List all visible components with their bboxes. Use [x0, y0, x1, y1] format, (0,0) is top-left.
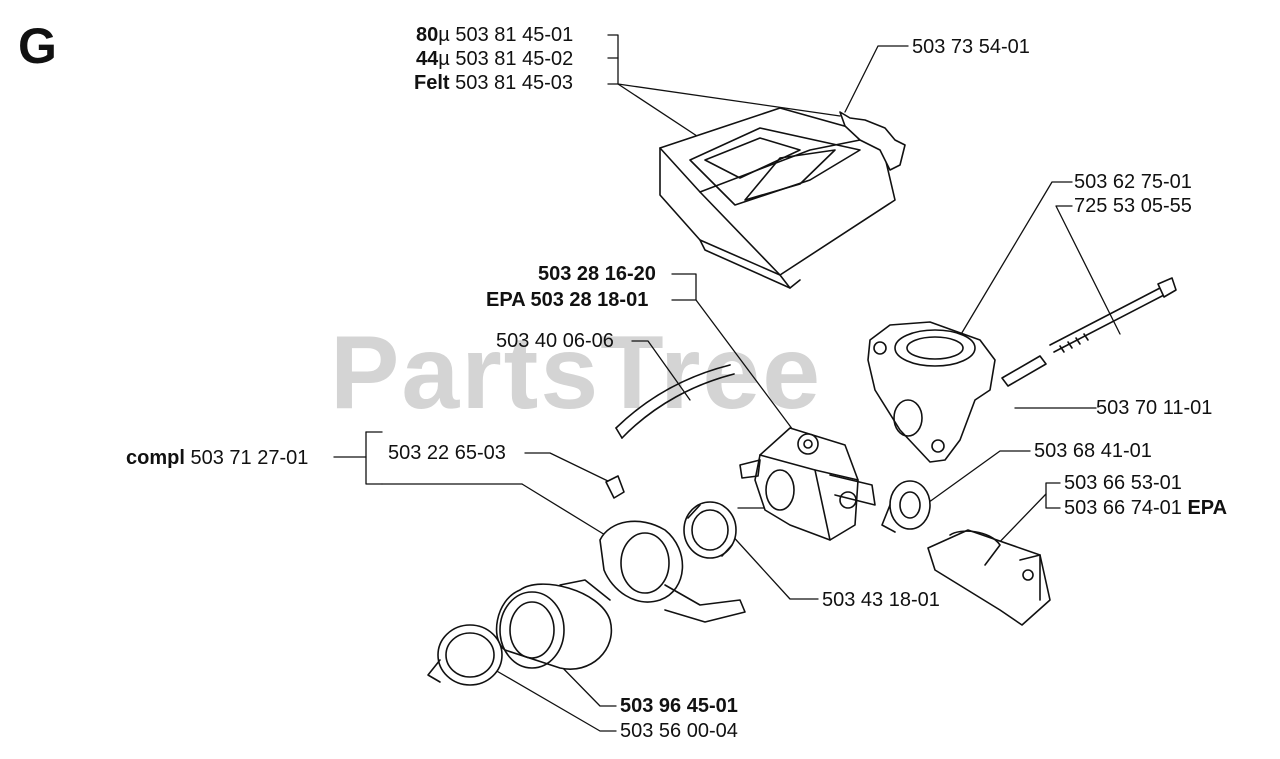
carburetor-drawing — [739, 427, 876, 541]
label-bracket: 503 22 65-03 — [388, 442, 506, 464]
ring-drawing — [683, 501, 737, 559]
screw-drawing — [1049, 277, 1177, 353]
label-filter-44: 44µ 503 81 45-02 — [416, 48, 574, 70]
fuel-hose-drawing — [615, 364, 735, 439]
label-intake-screw: 725 53 05-55 — [1074, 195, 1192, 217]
label-choke-1: 503 66 53-01 — [1064, 472, 1182, 494]
intake-boot-drawing — [495, 579, 613, 670]
label-cover-plate: 503 73 54-01 — [912, 36, 1030, 58]
label-filter-80: 80µ 503 81 45-01 — [416, 24, 574, 46]
cover-plate-drawing — [839, 111, 906, 171]
label-carburetor: 503 28 16-20 — [538, 263, 656, 285]
label-choke-2: 503 66 74-01 EPA — [1064, 497, 1228, 519]
plug-drawing — [881, 480, 931, 533]
air-filter-drawing — [659, 107, 896, 289]
choke-drawing — [927, 529, 1051, 626]
label-ring: 503 43 18-01 — [822, 589, 940, 611]
clamp-drawing — [427, 624, 503, 686]
label-compl: compl 503 71 27-01 — [126, 447, 309, 469]
bracket-drawing — [599, 475, 746, 623]
label-plug: 503 68 41-01 — [1034, 440, 1152, 462]
label-pin: 503 70 11-01 — [1096, 397, 1213, 419]
label-carburetor-epa: EPA 503 28 18-01 — [486, 289, 649, 311]
label-fuel-hose: 503 40 06-06 — [496, 330, 614, 352]
leader-lines — [333, 34, 1121, 732]
pin-drawing — [1001, 355, 1047, 387]
section-letter: G — [18, 18, 57, 74]
label-filter-felt: Felt 503 81 45-03 — [414, 72, 573, 94]
label-intake-part: 503 62 75-01 — [1074, 171, 1192, 193]
label-intake-boot: 503 96 45-01 — [620, 695, 738, 717]
intake-manifold-drawing — [867, 321, 996, 463]
watermark: PartsTree — [330, 315, 823, 431]
label-clamp: 503 56 00-04 — [620, 720, 738, 742]
